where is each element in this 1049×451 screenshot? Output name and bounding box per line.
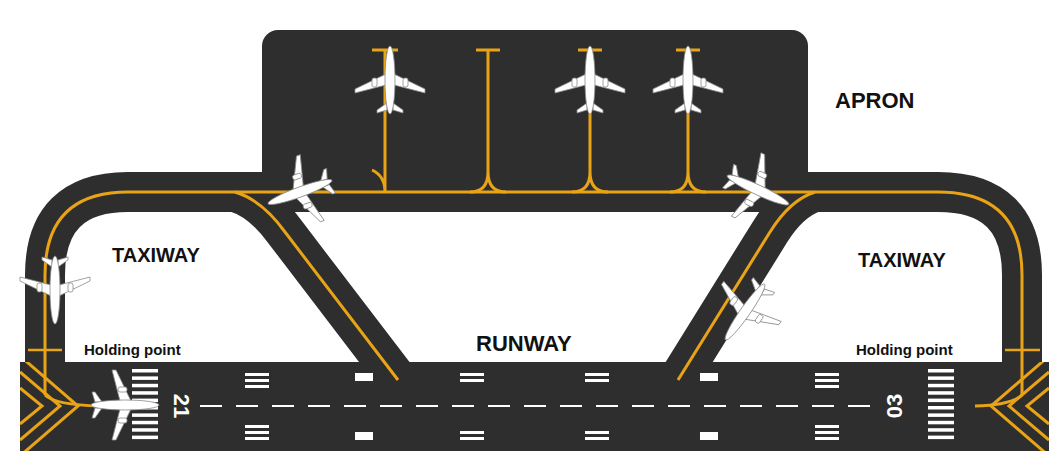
runway-number: 21 bbox=[170, 394, 192, 418]
runway-marking bbox=[585, 379, 609, 382]
runway-marking bbox=[815, 379, 839, 382]
runway-marking bbox=[245, 379, 269, 382]
runway-marking bbox=[355, 373, 373, 381]
area-label: TAXIWAY bbox=[858, 250, 946, 270]
runway-marking bbox=[132, 436, 158, 440]
runway-marking bbox=[928, 399, 954, 403]
runway-marking bbox=[815, 431, 839, 434]
area-label: TAXIWAY bbox=[112, 245, 200, 265]
runway-marking bbox=[460, 431, 484, 434]
runway-marking bbox=[585, 373, 609, 376]
area-label: RUNWAY bbox=[476, 333, 572, 355]
runway-marking bbox=[928, 406, 954, 410]
runway-marking bbox=[928, 436, 954, 440]
runway-number: 03 bbox=[884, 394, 906, 418]
runway-marking bbox=[460, 379, 484, 382]
holding-point-label: Holding point bbox=[856, 342, 953, 357]
runway-marking bbox=[460, 373, 484, 376]
runway-marking bbox=[245, 437, 269, 440]
runway-marking bbox=[928, 413, 954, 417]
runway-marking bbox=[132, 384, 158, 388]
runway-marking bbox=[132, 376, 158, 380]
area-label: APRON bbox=[835, 90, 914, 112]
runway-marking bbox=[132, 391, 158, 395]
runway-marking bbox=[245, 431, 269, 434]
runway-marking bbox=[245, 385, 269, 388]
runway-marking bbox=[928, 369, 954, 373]
runway-marking bbox=[245, 425, 269, 428]
runway-marking bbox=[928, 384, 954, 388]
runway-marking bbox=[585, 431, 609, 434]
runway-marking bbox=[245, 373, 269, 376]
runway-marking bbox=[815, 373, 839, 376]
runway-marking bbox=[460, 437, 484, 440]
runway-marking bbox=[928, 421, 954, 425]
runway-marking bbox=[355, 432, 373, 440]
holding-point-label: Holding point bbox=[84, 342, 181, 357]
runway-marking bbox=[700, 373, 718, 381]
runway-marking bbox=[132, 413, 158, 417]
runway-marking bbox=[700, 432, 718, 440]
runway-marking bbox=[928, 428, 954, 432]
runway-marking bbox=[132, 421, 158, 425]
runway-marking bbox=[928, 376, 954, 380]
runway-marking bbox=[585, 437, 609, 440]
runway-marking bbox=[815, 385, 839, 388]
runway-marking bbox=[132, 428, 158, 432]
runway-marking bbox=[815, 437, 839, 440]
runway-marking bbox=[815, 425, 839, 428]
runway-marking bbox=[132, 369, 158, 373]
runway-marking bbox=[928, 391, 954, 395]
